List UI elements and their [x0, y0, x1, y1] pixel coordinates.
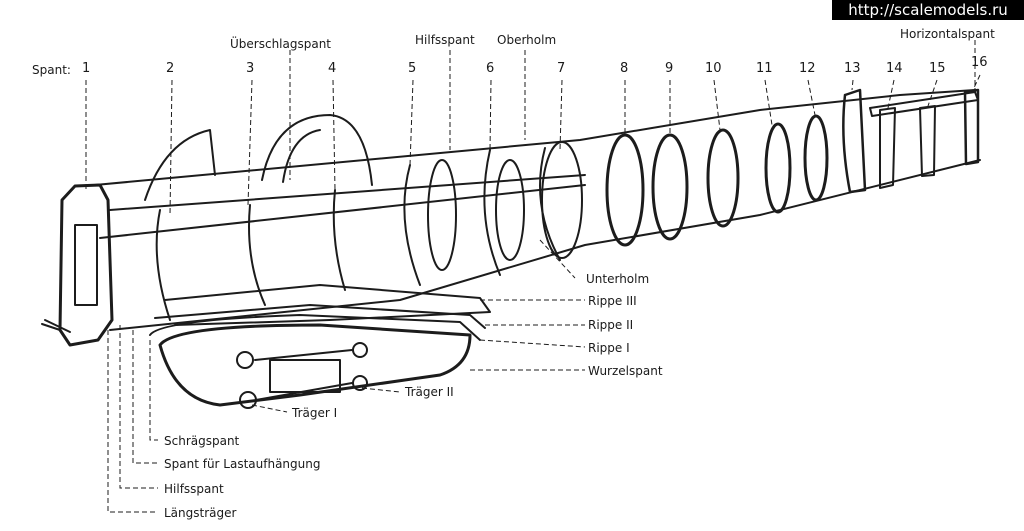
frame-3	[248, 204, 266, 306]
frame-number-5: 5	[408, 61, 417, 76]
frame-10-ring	[706, 128, 740, 228]
frame-1	[58, 183, 114, 347]
frame-4	[332, 189, 346, 291]
rib-2	[154, 304, 486, 329]
frame-9-ring	[651, 133, 689, 241]
frame-number-3: 3	[246, 61, 255, 76]
frame-5	[403, 164, 421, 286]
frame-number-16: 16	[971, 55, 988, 70]
frame-number-8: 8	[620, 61, 629, 76]
spar-2-upper	[352, 342, 368, 358]
spar-1-upper	[236, 351, 254, 369]
rib-3	[164, 284, 491, 326]
frame-6	[483, 149, 501, 276]
label-diagonal-frame: Schrägspant	[164, 434, 240, 448]
label-spar-2: Träger II	[405, 385, 454, 399]
label-rib-1: Rippe I	[588, 341, 630, 355]
frame-number-9: 9	[665, 61, 674, 76]
frame-2	[155, 209, 171, 321]
frame-15	[919, 105, 936, 177]
frame-number-15: 15	[929, 61, 946, 76]
frame-number-14: 14	[886, 61, 903, 76]
label-horizontal-frame: Horizontalspant	[900, 27, 995, 41]
frame-number-1: 1	[82, 61, 91, 76]
label-spar-1: Träger I	[292, 406, 338, 420]
label-stringer: Längsträger	[164, 506, 237, 520]
frame-number-10: 10	[705, 61, 722, 76]
label-lower-longeron: Unterholm	[586, 272, 650, 286]
frame-prefix-label: Spant:	[32, 63, 71, 77]
frame-14	[879, 107, 896, 189]
frame-number-12: 12	[799, 61, 816, 76]
watermark-url: http://scalemodels.ru	[832, 0, 1024, 20]
frame-number-6: 6	[486, 61, 495, 76]
upper-longeron	[94, 89, 976, 186]
label-auxiliary-frame-bottom: Hilfsspant	[164, 482, 224, 496]
frame-12-ring	[803, 114, 829, 202]
horizontal-frame	[869, 91, 979, 117]
frame-number-4: 4	[328, 61, 337, 76]
frame-number-2: 2	[166, 61, 175, 76]
rib-1	[149, 314, 481, 341]
upper-longeron-2	[109, 174, 586, 211]
mid-longeron	[99, 184, 586, 239]
label-overturn-frame: Überschlagspant	[230, 37, 332, 51]
label-root-rib: Wurzelspant	[588, 364, 663, 378]
frame-13	[842, 88, 867, 194]
label-load-suspension-frame: Spant für Lastaufhängung	[164, 457, 321, 471]
frame-11-ring	[764, 122, 792, 214]
canopy-front	[144, 129, 216, 201]
label-auxiliary-frame-top: Hilfsspant	[415, 33, 475, 47]
overturn-frame	[261, 114, 373, 186]
frame-number-11: 11	[756, 61, 773, 76]
label-rib-3: Rippe III	[588, 294, 637, 308]
label-rib-2: Rippe II	[588, 318, 634, 332]
lower-longeron	[109, 159, 981, 331]
frame-7-ring	[541, 141, 583, 259]
frame-16	[963, 88, 980, 166]
frame-1-cutout	[74, 224, 98, 306]
root-rib	[158, 323, 472, 407]
label-upper-longeron: Oberholm	[497, 33, 557, 47]
frame-number-7: 7	[557, 61, 566, 76]
frame-8-ring	[605, 133, 645, 247]
frame-number-13: 13	[844, 61, 861, 76]
